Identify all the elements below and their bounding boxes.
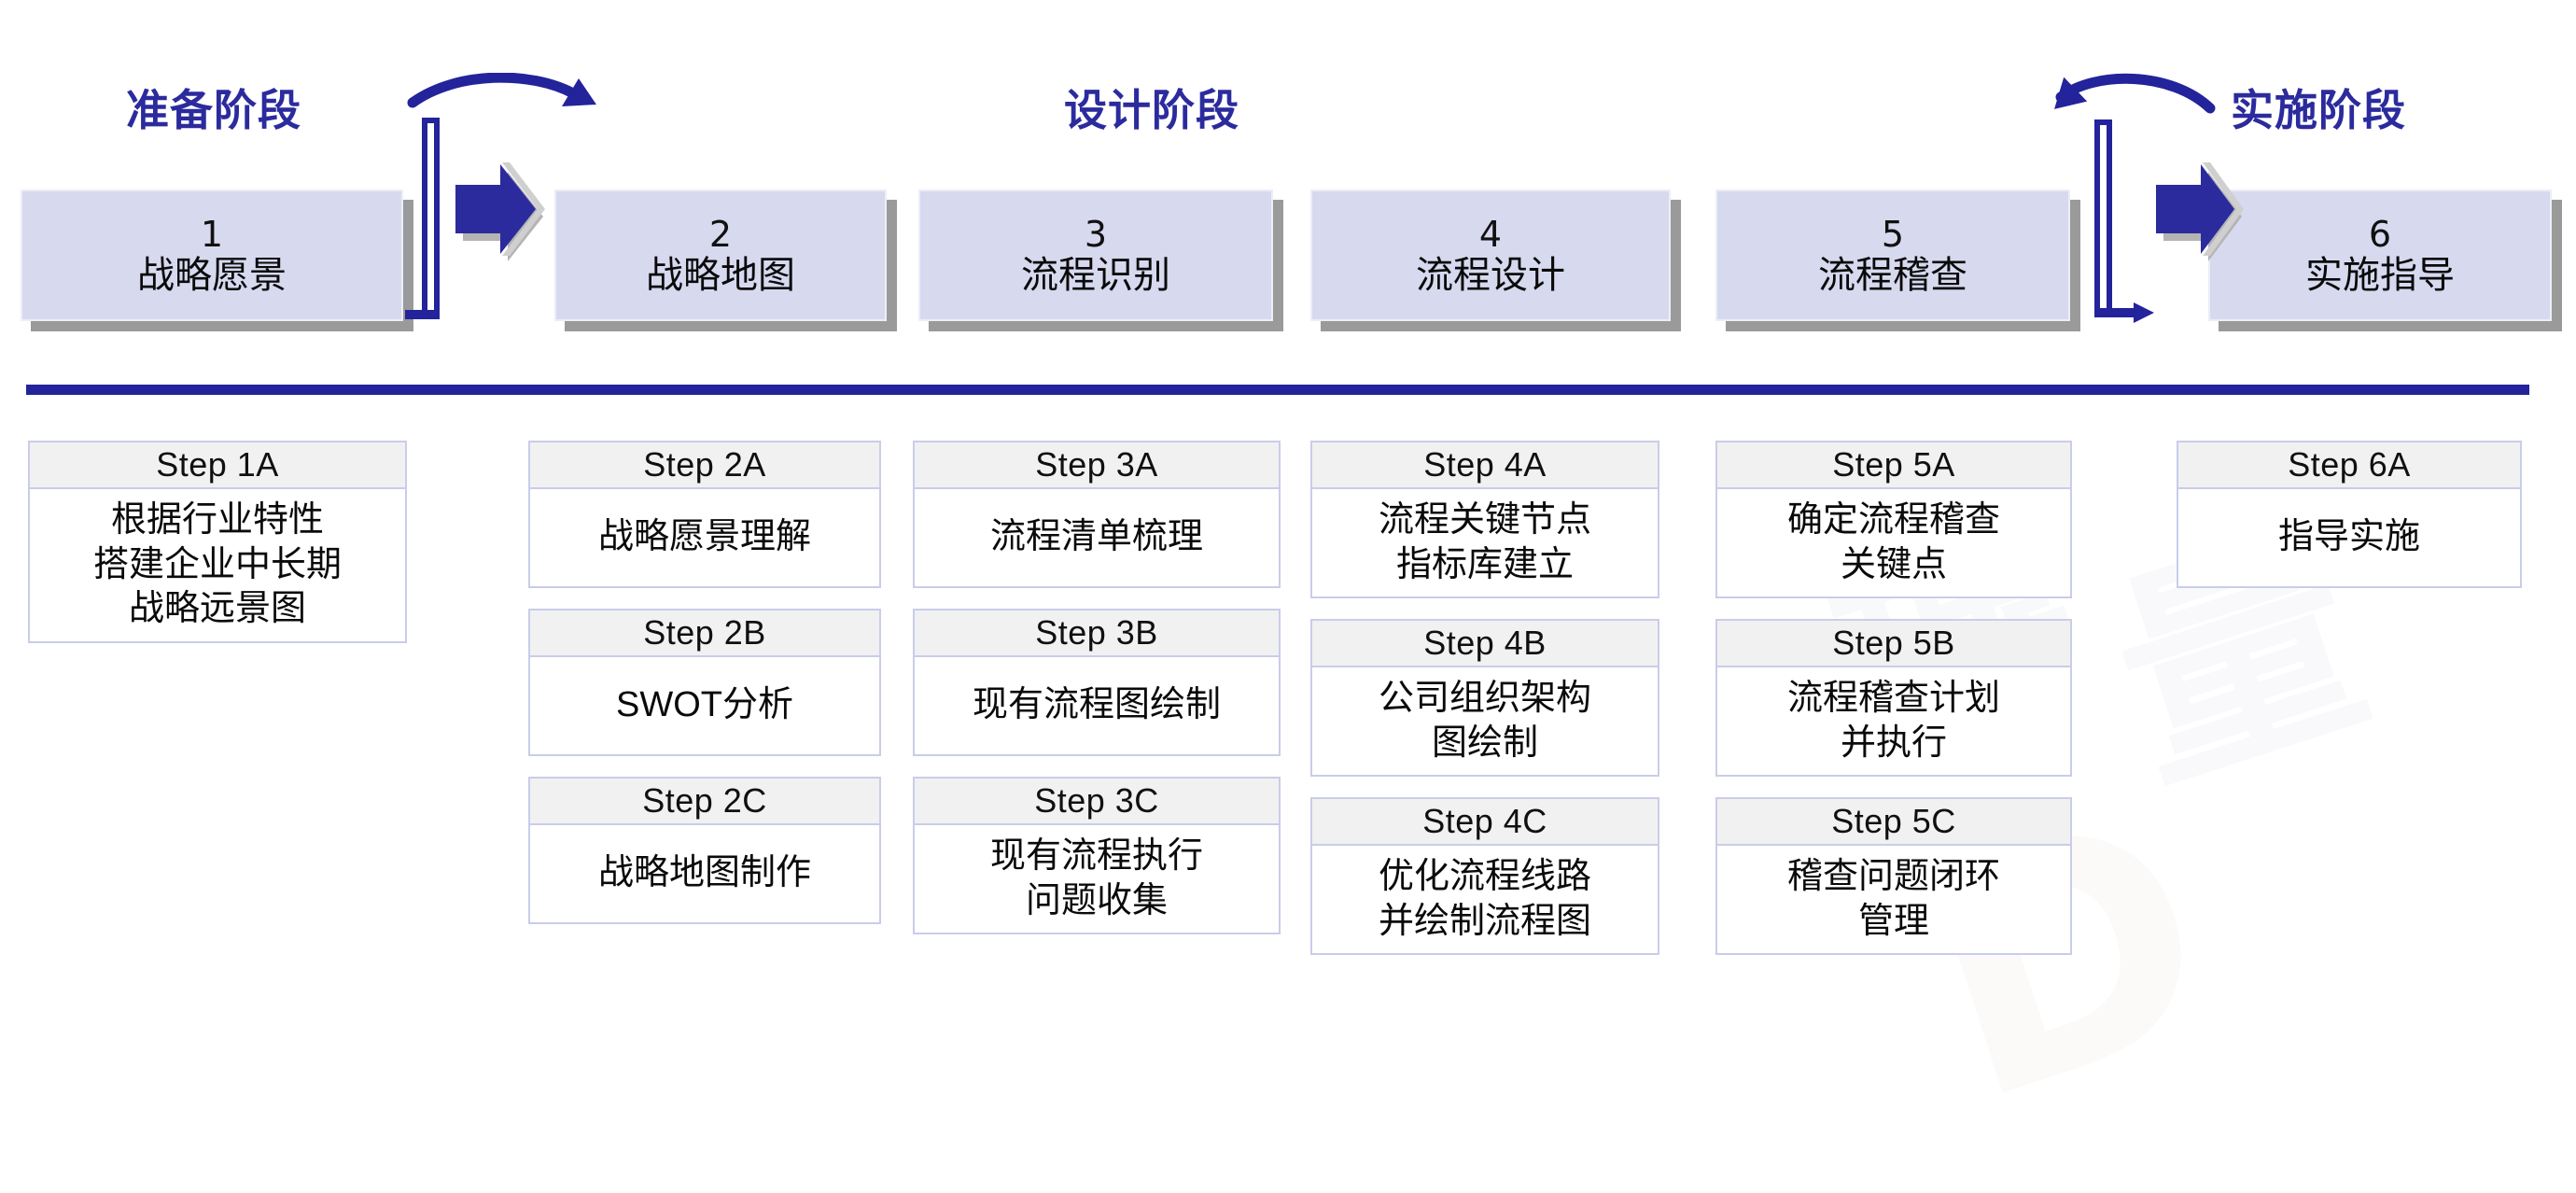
bracket-icon xyxy=(401,118,440,319)
step-card-text: 流程清单梳理 xyxy=(913,489,1281,588)
step-card-4b[interactable]: Step 4B 公司组织架构图绘制 xyxy=(1310,619,1659,777)
stage-number: 6 xyxy=(2368,213,2392,255)
step-card-6a[interactable]: Step 6A 指导实施 xyxy=(2177,441,2522,588)
step-card-text: 流程稽查计划并执行 xyxy=(1715,667,2072,777)
step-card-title: Step 3A xyxy=(913,441,1281,489)
stage-number: 1 xyxy=(200,213,224,255)
stage-name: 流程识别 xyxy=(1021,254,1170,296)
stage-box-6[interactable]: 6 实施指导 xyxy=(2208,189,2552,321)
step-card-text: 优化流程线路并绘制流程图 xyxy=(1310,846,1659,955)
step-card-title: Step 3C xyxy=(913,777,1281,825)
step-card-2c[interactable]: Step 2C 战略地图制作 xyxy=(528,777,881,924)
step-card-5c[interactable]: Step 5C 稽查问题闭环管理 xyxy=(1715,797,2072,955)
step-card-4c[interactable]: Step 4C 优化流程线路并绘制流程图 xyxy=(1310,797,1659,955)
stage-name: 流程设计 xyxy=(1416,254,1565,296)
step-card-title: Step 4A xyxy=(1310,441,1659,489)
step-card-4a[interactable]: Step 4A 流程关键节点指标库建立 xyxy=(1310,441,1659,598)
stage-number: 2 xyxy=(708,213,733,255)
step-card-text: SWOT分析 xyxy=(528,657,881,756)
block-arrow-icon xyxy=(455,162,545,261)
step-card-2b[interactable]: Step 2B SWOT分析 xyxy=(528,609,881,756)
bracket-icon xyxy=(2094,119,2154,323)
step-column-3: Step 3A 流程清单梳理 Step 3B 现有流程图绘制 Step 3C 现… xyxy=(913,441,1281,955)
step-card-5a[interactable]: Step 5A 确定流程稽查关键点 xyxy=(1715,441,2072,598)
stage-box-3[interactable]: 3 流程识别 xyxy=(918,189,1273,321)
step-card-2a[interactable]: Step 2A 战略愿景理解 xyxy=(528,441,881,588)
phase-label-design: 设计阶段 xyxy=(1064,86,1239,134)
step-card-1a[interactable]: Step 1A 根据行业特性搭建企业中长期战略远景图 xyxy=(28,441,407,643)
step-card-title: Step 5A xyxy=(1715,441,2072,489)
curved-back-arrow-icon xyxy=(2054,73,2216,114)
stage-box-1[interactable]: 1 战略愿景 xyxy=(21,189,403,321)
step-column-2: Step 2A 战略愿景理解 Step 2B SWOT分析 Step 2C 战略… xyxy=(528,441,881,945)
stage-box-4[interactable]: 4 流程设计 xyxy=(1310,189,1671,321)
step-column-4: Step 4A 流程关键节点指标库建立 Step 4B 公司组织架构图绘制 St… xyxy=(1310,441,1659,975)
step-card-text: 现有流程图绘制 xyxy=(913,657,1281,756)
step-card-title: Step 5B xyxy=(1715,619,2072,667)
step-card-title: Step 4C xyxy=(1310,797,1659,846)
connector-stage1-to-stage2 xyxy=(401,72,610,344)
step-column-1: Step 1A 根据行业特性搭建企业中长期战略远景图 xyxy=(28,441,407,664)
stage-name: 实施指导 xyxy=(2305,254,2455,296)
step-card-text: 公司组织架构图绘制 xyxy=(1310,667,1659,777)
step-card-title: Step 2C xyxy=(528,777,881,825)
stage-number: 3 xyxy=(1084,213,1108,255)
step-card-text: 确定流程稽查关键点 xyxy=(1715,489,2072,598)
step-card-text: 根据行业特性搭建企业中长期战略远景图 xyxy=(28,489,407,643)
stage-name: 流程稽查 xyxy=(1818,254,1967,296)
stage-box-2[interactable]: 2 战略地图 xyxy=(554,189,887,321)
step-card-text: 流程关键节点指标库建立 xyxy=(1310,489,1659,598)
block-arrow-icon xyxy=(2156,162,2244,261)
step-card-title: Step 4B xyxy=(1310,619,1659,667)
step-card-title: Step 3B xyxy=(913,609,1281,657)
step-card-title: Step 2B xyxy=(528,609,881,657)
stage-name: 战略地图 xyxy=(646,254,795,296)
stage-name: 战略愿景 xyxy=(137,254,287,296)
step-card-title: Step 2A xyxy=(528,441,881,489)
step-column-6: Step 6A 指导实施 xyxy=(2177,441,2522,609)
connector-stage5-to-stage6 xyxy=(2040,73,2246,344)
stage-number: 5 xyxy=(1881,213,1905,255)
step-card-text: 战略地图制作 xyxy=(528,825,881,924)
step-card-3b[interactable]: Step 3B 现有流程图绘制 xyxy=(913,609,1281,756)
phase-label-implementation: 实施阶段 xyxy=(2231,86,2406,134)
step-card-title: Step 1A xyxy=(28,441,407,489)
step-card-3a[interactable]: Step 3A 流程清单梳理 xyxy=(913,441,1281,588)
stage-box-5[interactable]: 5 流程稽查 xyxy=(1715,189,2070,321)
step-card-text: 战略愿景理解 xyxy=(528,489,881,588)
stage-number: 4 xyxy=(1478,213,1503,255)
curved-forward-arrow-icon xyxy=(407,72,596,108)
step-card-text: 稽查问题闭环管理 xyxy=(1715,846,2072,955)
step-card-3c[interactable]: Step 3C 现有流程执行问题收集 xyxy=(913,777,1281,934)
phase-label-preparation: 准备阶段 xyxy=(126,86,301,134)
step-card-title: Step 6A xyxy=(2177,441,2522,489)
step-card-title: Step 5C xyxy=(1715,797,2072,846)
step-card-text: 现有流程执行问题收集 xyxy=(913,825,1281,934)
step-column-5: Step 5A 确定流程稽查关键点 Step 5B 流程稽查计划并执行 Step… xyxy=(1715,441,2072,975)
step-card-5b[interactable]: Step 5B 流程稽查计划并执行 xyxy=(1715,619,2072,777)
step-card-text: 指导实施 xyxy=(2177,489,2522,588)
horizontal-divider xyxy=(26,385,2529,395)
